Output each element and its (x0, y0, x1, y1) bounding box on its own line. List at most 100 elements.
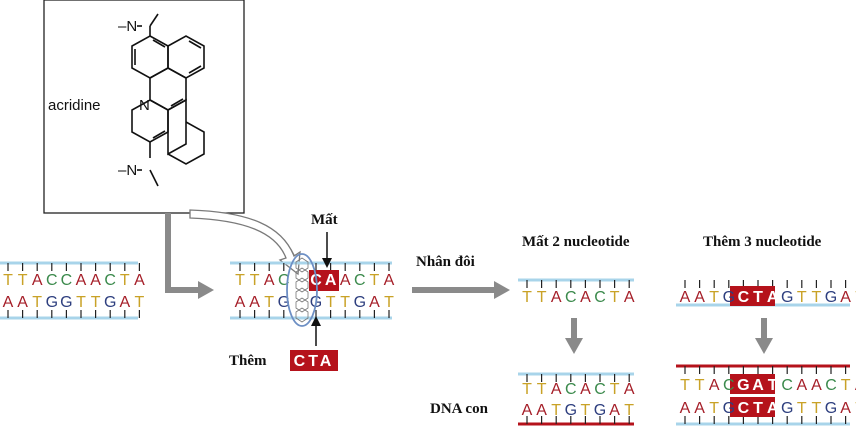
nucleotide-T: T (235, 272, 245, 289)
nucleotide-A: A (694, 289, 705, 306)
nucleotide-T: T (753, 289, 763, 306)
nucleotide-T: T (797, 289, 807, 306)
nucleotide-T: T (3, 272, 13, 289)
nme2-top-label: –N (118, 18, 137, 35)
nucleotide-T: T (610, 381, 620, 398)
nucleotide-T: T (680, 377, 690, 394)
nucleotide-T: T (340, 294, 350, 311)
nucleotide-A: A (767, 289, 779, 306)
ring-nitrogen-label: N (139, 97, 150, 114)
nucleotide-C: C (738, 400, 750, 417)
nucleotide-A: A (709, 377, 720, 394)
nucleotide-T: T (76, 294, 86, 311)
insert-cta-box (290, 350, 338, 371)
nucleotide-A: A (369, 294, 380, 311)
nucleotide-T: T (610, 289, 620, 306)
nucleotide-A: A (384, 272, 395, 289)
nucleotide-A: A (3, 294, 14, 311)
nucleotide-A: A (235, 294, 246, 311)
nucleotide-A: A (752, 377, 764, 394)
insertion-child-top-highlight (730, 374, 775, 394)
nucleotide-C: C (104, 272, 116, 289)
nucleotide-T: T (326, 294, 336, 311)
nucleotide-A: A (580, 289, 591, 306)
nucleotide-G: G (737, 377, 749, 394)
nucleotide-G: G (723, 289, 735, 306)
nucleotide-T: T (709, 400, 719, 417)
nucleotide-A: A (264, 272, 275, 289)
nucleotide-A: A (90, 272, 101, 289)
nucleotide-A: A (624, 381, 635, 398)
nucleotide-C: C (46, 272, 58, 289)
insertion-child-ticks (684, 366, 847, 424)
nucleotide-A: A (340, 272, 351, 289)
nucleotide-T: T (695, 377, 705, 394)
nucleotide-T: T (753, 400, 763, 417)
nucleotide-A: A (609, 402, 620, 419)
daughter-dna-label: DNA con (430, 401, 489, 417)
nucleotide-T: T (812, 289, 822, 306)
nucleotide-T: T (709, 289, 719, 306)
arrow-heads (198, 281, 773, 354)
nucleotide-C: C (354, 272, 366, 289)
deletion-parent-ticks (526, 280, 630, 288)
nucleotide-A: A (840, 289, 851, 306)
nucleotide-C: C (61, 272, 73, 289)
nucleotide-T: T (384, 294, 394, 311)
nucleotide-G: G (46, 294, 58, 311)
intercalated-dna-ticks (239, 263, 390, 318)
nme2-bottom-label: –N (118, 162, 137, 179)
nucleotide-C: C (825, 377, 837, 394)
nucleotide-A: A (811, 377, 822, 394)
nucleotide-T: T (841, 377, 851, 394)
deletion-label: Mất (311, 212, 338, 228)
nucleotide-A: A (840, 400, 851, 417)
nucleotide-T: T (812, 400, 822, 417)
nucleotide-G: G (565, 402, 577, 419)
nucleotide-T: T (581, 402, 591, 419)
nucleotide-T: T (120, 272, 130, 289)
nucleotide-A: A (119, 294, 130, 311)
nucleotide-T: T (91, 294, 101, 311)
nucleotide-T: T (32, 294, 42, 311)
nucleotide-A: A (694, 400, 705, 417)
nucleotide-T: T (797, 400, 807, 417)
nucleotide-T: T (537, 289, 547, 306)
nucleotide-G: G (354, 294, 366, 311)
original-dna-ticks (7, 263, 140, 318)
nucleotide-T: T (537, 381, 547, 398)
nucleotide-A: A (32, 272, 43, 289)
nucleotide-G: G (594, 402, 606, 419)
nucleotide-C: C (594, 289, 606, 306)
nucleotide-A: A (522, 402, 533, 419)
nucleotide-T: T (18, 272, 28, 289)
nucleotide-T: T (250, 272, 260, 289)
nucleotide-G: G (60, 294, 72, 311)
nucleotide-A: A (17, 294, 28, 311)
nucleotide-G: G (825, 400, 837, 417)
nucleotide-T: T (768, 377, 778, 394)
nucleotide-T: T (522, 289, 532, 306)
nucleotide-A: A (325, 272, 337, 289)
nucleotide-G: G (825, 289, 837, 306)
acridine-structure-icon (131, 13, 205, 187)
nucleotide-C: C (723, 377, 735, 394)
nucleotide-A: A (249, 294, 260, 311)
nucleotide-C: C (565, 381, 577, 398)
gray-arrows (165, 213, 767, 340)
nucleotide-A: A (551, 289, 562, 306)
nucleotide-T: T (522, 381, 532, 398)
nucleotide-T: T (264, 294, 274, 311)
stacked-acridine-icon (295, 257, 309, 323)
insert-cta-text: CTA (294, 353, 335, 370)
nucleotide-G: G (104, 294, 116, 311)
